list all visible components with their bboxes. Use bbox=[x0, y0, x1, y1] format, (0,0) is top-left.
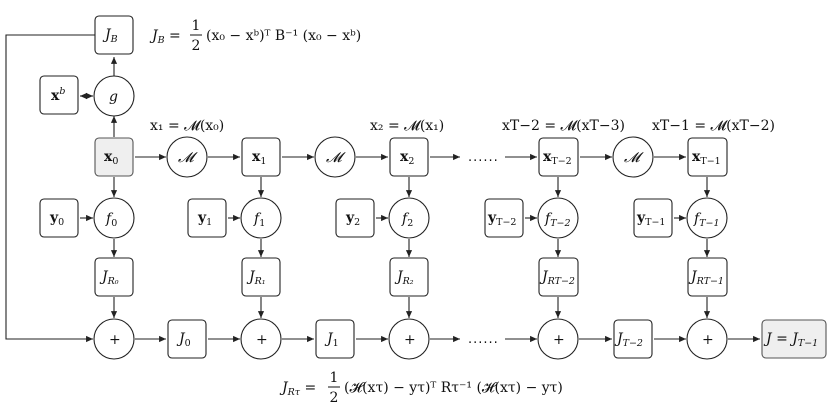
svg-text:g: g bbox=[109, 89, 118, 105]
node-yt1: yT−1 bbox=[633, 198, 673, 238]
svg-text:JR₁: JR₁ bbox=[246, 269, 266, 287]
node-xb: xb bbox=[39, 75, 79, 115]
svg-text:J0: J0 bbox=[176, 331, 191, 349]
svg-text:1: 1 bbox=[192, 18, 201, 34]
svg-text:JR₂: JR₂ bbox=[394, 269, 414, 287]
svg-text:x1: x1 bbox=[252, 149, 266, 167]
svg-text:f0: f0 bbox=[105, 211, 117, 229]
node-plus-0: + bbox=[93, 318, 135, 360]
node-model-2: 𝓜 bbox=[612, 136, 654, 178]
label-x2-update: x₂ = 𝓜(x₁) bbox=[370, 118, 444, 134]
label-xt2-update: xT−2 = 𝓜(xT−3) bbox=[502, 118, 625, 134]
edge-jb-loop bbox=[5, 34, 95, 343]
svg-text:JT−2: JT−2 bbox=[614, 331, 643, 349]
ellipsis-top: ...... bbox=[468, 150, 499, 165]
node-ft2: fT−2 bbox=[537, 197, 579, 239]
svg-text:+: + bbox=[404, 332, 416, 348]
node-yt2: yT−2 bbox=[484, 198, 524, 238]
svg-text:𝓜: 𝓜 bbox=[624, 150, 644, 166]
svg-text:+: + bbox=[256, 332, 268, 348]
svg-text:y2: y2 bbox=[345, 210, 360, 228]
node-model-1: 𝓜 bbox=[314, 136, 356, 178]
node-f1: f1 bbox=[240, 197, 282, 239]
svg-text:xT−2: xT−2 bbox=[543, 149, 572, 167]
label-x1-update: x₁ = 𝓜(x₀) bbox=[150, 118, 224, 134]
svg-text:2: 2 bbox=[192, 38, 201, 54]
node-model-0: 𝓜 bbox=[166, 136, 208, 178]
node-f2: f2 bbox=[388, 197, 430, 239]
node-jb: JB bbox=[94, 15, 134, 55]
node-y2: y2 bbox=[335, 198, 375, 238]
svg-text:y1: y1 bbox=[197, 210, 212, 228]
svg-text:yT−1: yT−1 bbox=[636, 210, 665, 228]
node-jr1: JR₁ bbox=[241, 257, 281, 297]
node-plus-1: + bbox=[240, 318, 282, 360]
svg-text:x0: x0 bbox=[104, 149, 118, 167]
svg-text:JRτ =: JRτ = bbox=[279, 380, 316, 398]
node-plus-4: + bbox=[686, 318, 728, 360]
svg-text:(𝓗(xτ) − yτ)ᵀ Rτ⁻¹ (𝓗(xτ) −: (𝓗(xτ) − yτ)ᵀ Rτ⁻¹ (𝓗(xτ) − yτ) bbox=[344, 380, 563, 396]
node-j1: J1 bbox=[315, 319, 355, 359]
svg-text:𝓜: 𝓜 bbox=[326, 150, 346, 166]
node-jrt2: JRT−2 bbox=[538, 257, 579, 297]
node-jrt1: JRT−1 bbox=[687, 257, 728, 297]
svg-text:xT−1: xT−1 bbox=[692, 149, 721, 167]
svg-text:y0: y0 bbox=[49, 210, 64, 228]
node-f0: f0 bbox=[93, 197, 135, 239]
svg-text:2: 2 bbox=[330, 390, 339, 406]
svg-text:JRT−1: JRT−1 bbox=[688, 269, 724, 287]
svg-text:(x₀ − xᵇ)ᵀ B⁻¹ (x₀ − xᵇ): (x₀ − xᵇ)ᵀ B⁻¹ (x₀ − xᵇ) bbox=[206, 28, 361, 44]
node-plus-3: + bbox=[537, 318, 579, 360]
node-ft1: fT−1 bbox=[686, 197, 728, 239]
svg-text:+: + bbox=[702, 332, 714, 348]
svg-text:J = JT−1: J = JT−1 bbox=[763, 331, 818, 349]
svg-text:+: + bbox=[109, 332, 121, 348]
label-xt1-update: xT−1 = 𝓜(xT−2) bbox=[652, 118, 775, 134]
svg-text:f1: f1 bbox=[253, 211, 265, 229]
node-y0: y0 bbox=[39, 198, 79, 238]
svg-text:x2: x2 bbox=[400, 149, 414, 167]
node-plus-2: + bbox=[388, 318, 430, 360]
node-x0: x0 bbox=[94, 137, 134, 177]
svg-text:fT−1: fT−1 bbox=[693, 211, 720, 229]
svg-text:JR₀: JR₀ bbox=[99, 269, 119, 287]
ellipsis-bottom: ...... bbox=[468, 332, 499, 347]
node-xt1: xT−1 bbox=[687, 137, 728, 177]
node-j-final: J = JT−1 bbox=[761, 319, 827, 359]
edges bbox=[5, 34, 760, 343]
svg-text:f2: f2 bbox=[401, 211, 413, 229]
svg-text:JRT−2: JRT−2 bbox=[539, 269, 575, 287]
node-y1: y1 bbox=[187, 198, 227, 238]
equation-background-cost: JB = 1 2 (x₀ − xᵇ)ᵀ B⁻¹ (x₀ − xᵇ) bbox=[149, 18, 361, 54]
node-xt2: xT−2 bbox=[538, 137, 579, 177]
node-x2: x2 bbox=[389, 137, 429, 177]
svg-text:xb: xb bbox=[51, 86, 65, 104]
svg-text:JB: JB bbox=[102, 27, 118, 45]
svg-text:+: + bbox=[553, 332, 565, 348]
node-j0: J0 bbox=[167, 319, 207, 359]
node-g: g bbox=[93, 75, 135, 117]
svg-text:J1: J1 bbox=[324, 331, 339, 349]
node-jr0: JR₀ bbox=[94, 257, 134, 297]
svg-text:fT−2: fT−2 bbox=[544, 211, 571, 229]
equation-observation-cost: JRτ = 1 2 (𝓗(xτ) − yτ)ᵀ Rτ⁻¹ (𝓗(xτ) − yτ… bbox=[279, 370, 563, 406]
svg-text:1: 1 bbox=[330, 370, 339, 386]
svg-text:𝓜: 𝓜 bbox=[178, 150, 198, 166]
node-jt2: JT−2 bbox=[613, 319, 653, 359]
node-x1: x1 bbox=[241, 137, 281, 177]
svg-text:JB =: JB = bbox=[149, 28, 181, 46]
svg-text:yT−2: yT−2 bbox=[487, 210, 516, 228]
node-jr2: JR₂ bbox=[389, 257, 429, 297]
